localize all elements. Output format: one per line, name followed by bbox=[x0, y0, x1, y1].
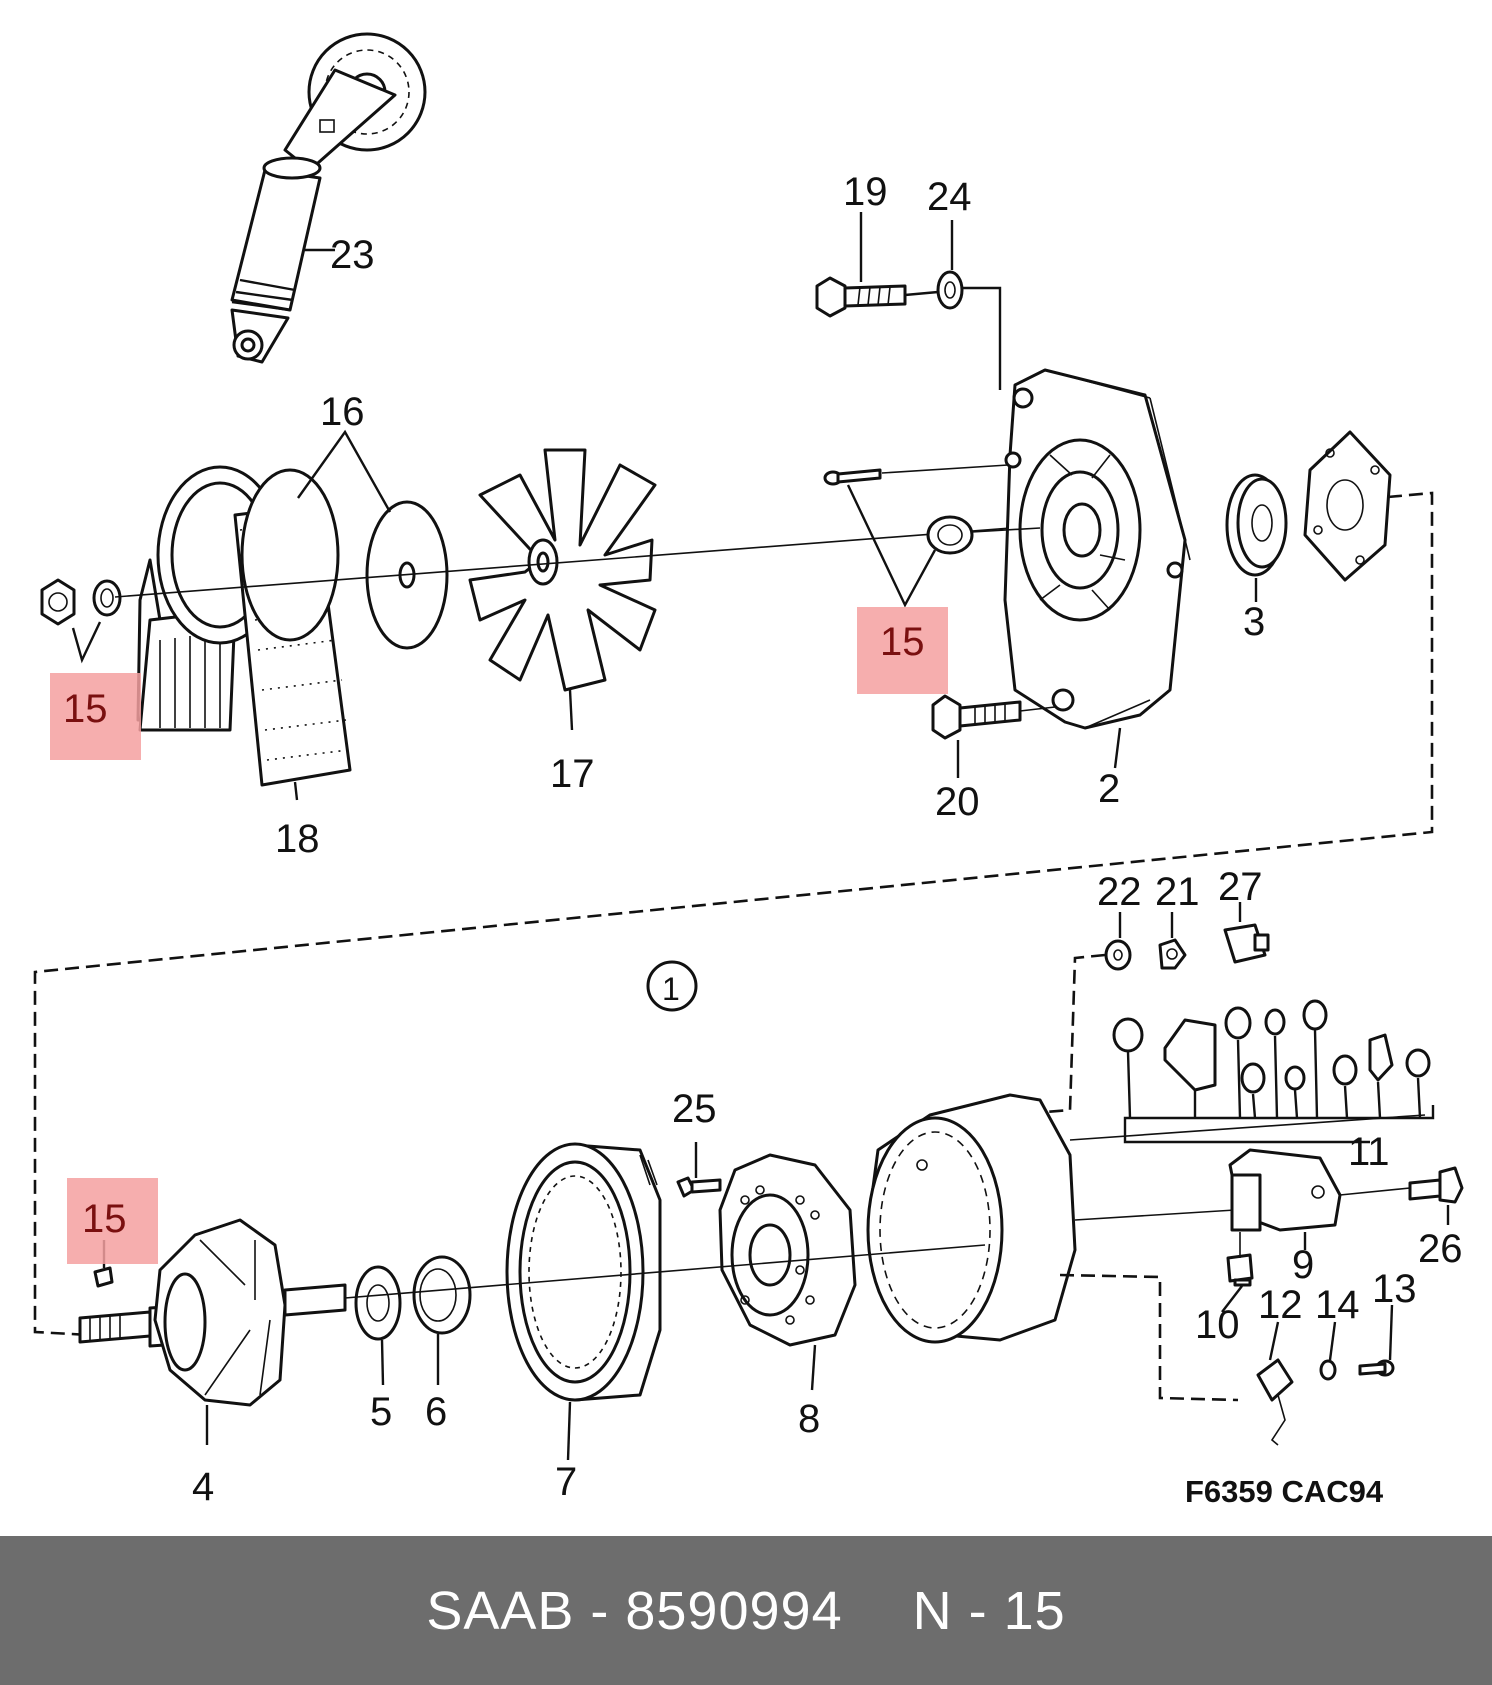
footer-bar: SAAB - 8590994 N - 15 bbox=[0, 1536, 1492, 1685]
callout-16: 16 bbox=[320, 390, 365, 434]
callout-25: 25 bbox=[672, 1087, 717, 1131]
belt-tensioner bbox=[230, 32, 427, 364]
stator bbox=[505, 1142, 662, 1402]
bolt-and-washer-top bbox=[815, 270, 964, 318]
terminal-hardware bbox=[1104, 923, 1270, 971]
callout-6: 6 bbox=[425, 1390, 447, 1434]
shield-screw-and-ring bbox=[823, 468, 974, 555]
callout-5: 5 bbox=[370, 1390, 392, 1434]
rotor bbox=[78, 1218, 347, 1407]
callout-12: 12 bbox=[1258, 1283, 1303, 1327]
callout-4: 4 bbox=[192, 1465, 214, 1509]
callout-19: 19 bbox=[843, 170, 888, 214]
callout-18: 18 bbox=[275, 817, 320, 861]
rectifier-bridge bbox=[676, 1153, 857, 1347]
callout-20: 20 bbox=[935, 780, 980, 824]
callout-21: 21 bbox=[1155, 870, 1200, 914]
callout-15-left: 15 bbox=[63, 687, 108, 731]
pulley-and-v-belt bbox=[136, 465, 449, 787]
highlight-box-left bbox=[50, 673, 141, 760]
callout-8: 8 bbox=[798, 1397, 820, 1441]
bearing-and-flange bbox=[1225, 430, 1392, 582]
callout-1: 1 bbox=[662, 971, 680, 1007]
callout-23: 23 bbox=[330, 233, 375, 277]
highlight-box-bottom bbox=[67, 1178, 158, 1264]
callout-7: 7 bbox=[555, 1460, 577, 1504]
pulley-nut-washer bbox=[40, 578, 122, 626]
bolt-bottom bbox=[931, 694, 1022, 740]
drive-end-bracket bbox=[1003, 368, 1191, 730]
fan bbox=[468, 448, 657, 692]
callout-15-bottom: 15 bbox=[82, 1197, 127, 1241]
drawing-code: F6359 CAC94 bbox=[1185, 1474, 1384, 1509]
rotor-bearings bbox=[354, 1255, 472, 1341]
callout-26: 26 bbox=[1418, 1227, 1463, 1271]
assembly-circle bbox=[646, 960, 698, 1012]
callout-11: 11 bbox=[1348, 1130, 1390, 1174]
highlight-box-center bbox=[857, 607, 948, 694]
callout-14: 14 bbox=[1315, 1283, 1360, 1327]
screw-26 bbox=[1408, 1166, 1464, 1204]
callout-9: 9 bbox=[1292, 1243, 1314, 1287]
exploded-parts-diagram: 23 16 17 18 19 24 3 20 2 22 21 27 1 11 2… bbox=[33, 32, 1464, 1509]
bridge-rectifier-hardware bbox=[1112, 999, 1431, 1094]
callout-3: 3 bbox=[1243, 600, 1265, 644]
callout-10: 10 bbox=[1195, 1303, 1240, 1347]
callout-17: 17 bbox=[550, 752, 595, 796]
position-reference: N - 15 bbox=[912, 1580, 1066, 1641]
stator-housing bbox=[866, 1093, 1077, 1344]
callout-15-center: 15 bbox=[880, 620, 925, 664]
callout-22: 22 bbox=[1097, 870, 1142, 914]
callout-13: 13 bbox=[1372, 1267, 1417, 1311]
callout-24: 24 bbox=[927, 175, 972, 219]
voltage-regulator bbox=[1226, 1148, 1342, 1287]
part-reference: SAAB - 8590994 bbox=[426, 1580, 843, 1641]
callout-2: 2 bbox=[1098, 767, 1120, 811]
capacitor-and-screws bbox=[1256, 1358, 1395, 1446]
callout-27: 27 bbox=[1218, 865, 1263, 909]
